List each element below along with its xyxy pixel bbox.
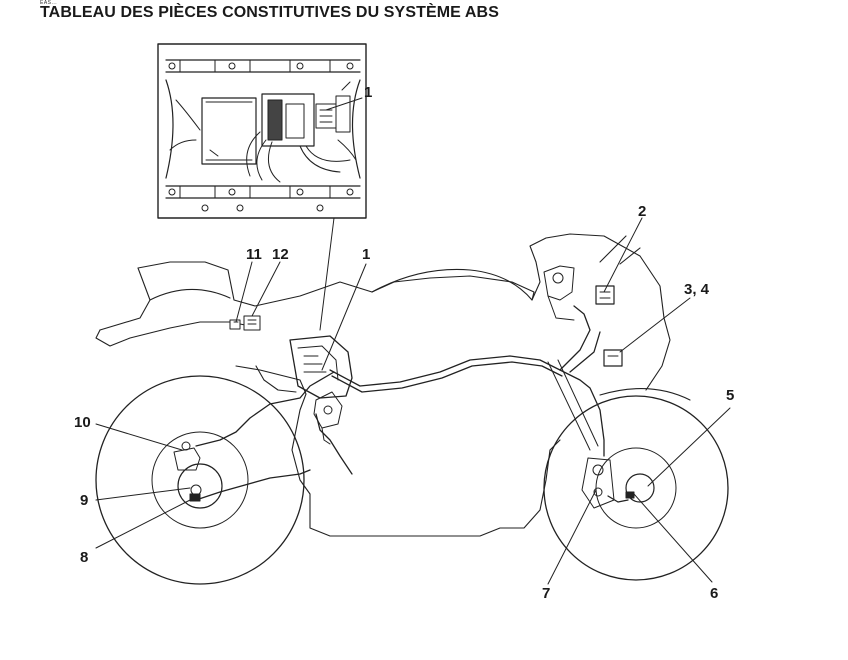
- motorcycle-outline: [95, 233, 691, 537]
- callout-11: 11: [246, 246, 262, 263]
- callout-6: 6: [710, 585, 719, 602]
- callout-12: 12: [272, 246, 289, 263]
- callout-10: 10: [74, 414, 91, 431]
- callout-9: 9: [80, 492, 89, 509]
- callout-7: 7: [542, 585, 551, 602]
- inset-detail-view: [157, 43, 367, 219]
- inset-leader: [319, 217, 335, 331]
- abs-relays: [595, 285, 623, 367]
- hydraulic-unit: [289, 335, 353, 445]
- connectors-11-12: [229, 315, 261, 331]
- page-title: TABLEAU DES PIÈCES CONSTITUTIVES DU SYST…: [40, 4, 499, 21]
- front-wheel: [543, 395, 729, 581]
- leader-lines: [95, 97, 731, 585]
- page-code: EAS...: [40, 0, 58, 6]
- callout-1-inset: 1: [364, 84, 373, 101]
- front-fork: [543, 265, 599, 451]
- callout-8: 8: [80, 549, 89, 566]
- brake-lines: [195, 305, 629, 503]
- rear-wheel: [95, 375, 305, 585]
- callout-5: 5: [726, 387, 735, 404]
- callout-1-main: 1: [362, 246, 371, 263]
- callout-3-4: 3, 4: [684, 281, 710, 298]
- callout-2: 2: [638, 203, 647, 220]
